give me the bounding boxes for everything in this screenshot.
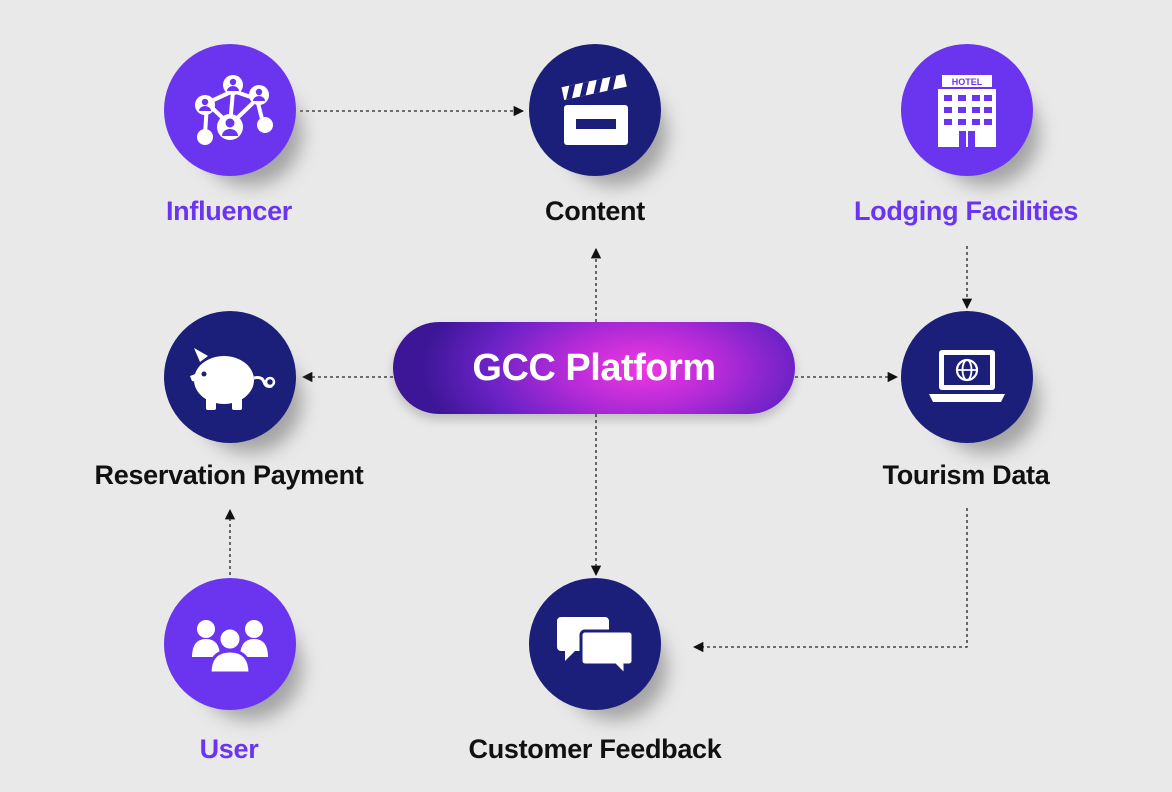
- user-label: User: [199, 734, 259, 764]
- influencer-node: [164, 44, 304, 186]
- lodging-node: HOTEL: [901, 44, 1041, 186]
- laptop-globe-icon: [929, 350, 1005, 402]
- tourism-node: [901, 311, 1041, 453]
- edge-tourism-feedback: [692, 508, 968, 653]
- gcc-platform-pill: GCC Platform: [393, 322, 795, 414]
- platform-label: GCC Platform: [472, 346, 716, 389]
- hotel-icon: HOTEL: [938, 75, 996, 147]
- users-icon: [192, 620, 268, 675]
- influencer-label: Influencer: [165, 196, 293, 226]
- tourism-label: Tourism Data: [882, 460, 1050, 490]
- content-label: Content: [545, 196, 645, 226]
- reservation-label: Reservation Payment: [94, 460, 364, 490]
- reservation-node: [164, 311, 304, 453]
- network-icon: [195, 75, 273, 145]
- feedback-label: Customer Feedback: [468, 734, 722, 764]
- chat-bubbles-icon: [557, 617, 635, 679]
- content-node: [529, 44, 669, 186]
- lodging-label: Lodging Facilities: [853, 196, 1079, 226]
- user-node: [164, 578, 304, 720]
- piggy-bank-icon: [190, 348, 276, 410]
- clapperboard-icon: [561, 73, 628, 145]
- svg-text:HOTEL: HOTEL: [952, 77, 983, 87]
- feedback-node: [529, 578, 669, 720]
